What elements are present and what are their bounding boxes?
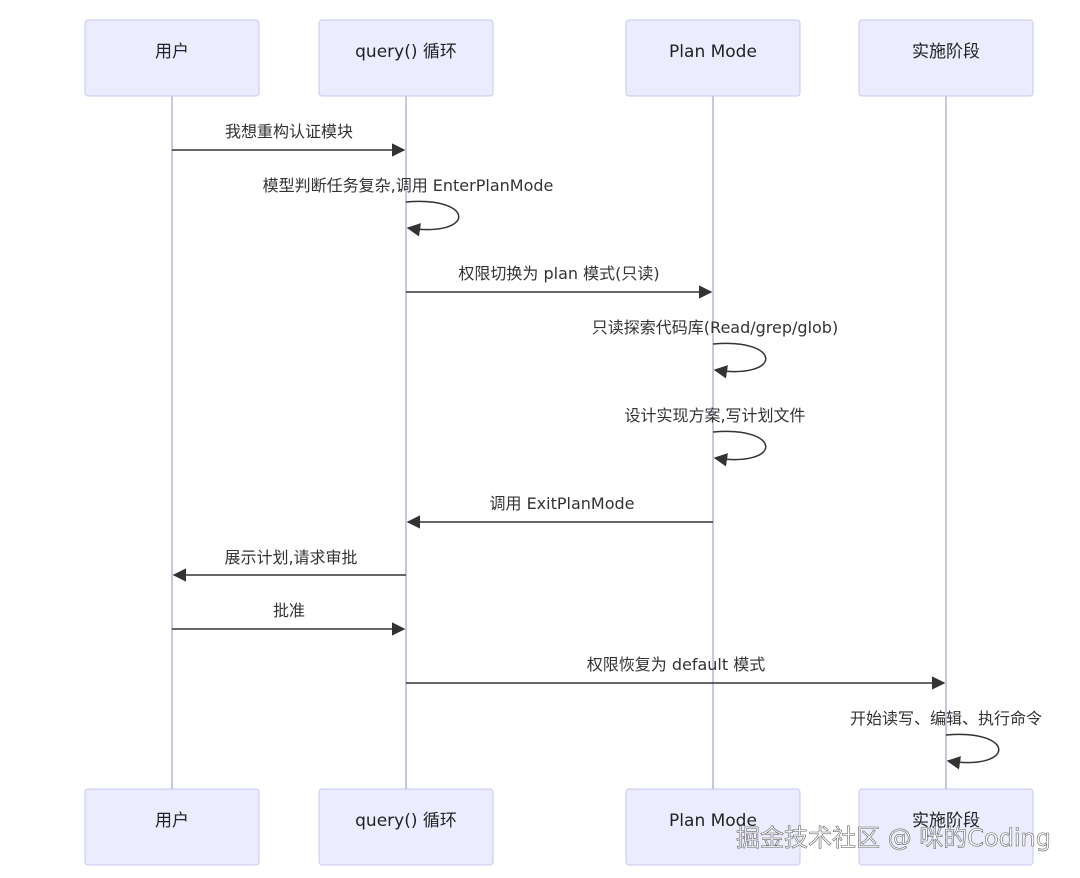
actor-label: 用户 bbox=[155, 811, 189, 831]
message-label: 调用 ExitPlanMode bbox=[489, 494, 634, 513]
message-self-arrow bbox=[945, 733, 1000, 770]
actor-label: Plan Mode bbox=[669, 811, 757, 831]
watermark: 掘金技术社区 @ 咪的Coding bbox=[736, 824, 1051, 852]
actor-implementation-bottom: 实施阶段 bbox=[858, 788, 1034, 866]
actor-implementation-top: 实施阶段 bbox=[858, 19, 1034, 97]
messages: 我想重构认证模块 模型判断任务复杂,调用 EnterPlanMode 权限切换为… bbox=[172, 122, 1042, 770]
actor-label: 实施阶段 bbox=[912, 42, 980, 62]
actor-query-bottom: query() 循环 bbox=[318, 788, 494, 866]
message-9: 权限恢复为 default 模式 bbox=[406, 655, 946, 690]
actor-user-bottom: 用户 bbox=[84, 788, 260, 866]
message-label: 权限恢复为 default 模式 bbox=[587, 655, 765, 674]
message-3: 权限切换为 plan 模式(只读) bbox=[406, 264, 713, 299]
actors-top: 用户 query() 循环 Plan Mode 实施阶段 bbox=[84, 19, 1034, 97]
actor-label: 实施阶段 bbox=[912, 811, 980, 831]
actor-user-top: 用户 bbox=[84, 19, 260, 97]
message-7: 展示计划,请求审批 bbox=[172, 548, 406, 582]
message-label: 权限切换为 plan 模式(只读) bbox=[458, 264, 659, 283]
message-self-arrow bbox=[712, 430, 767, 467]
actor-label: query() 循环 bbox=[355, 42, 457, 62]
message-label: 展示计划,请求审批 bbox=[224, 548, 357, 567]
actors-bottom: 用户 query() 循环 Plan Mode 实施阶段 bbox=[84, 788, 1034, 866]
message-label: 设计实现方案,写计划文件 bbox=[624, 406, 805, 425]
message-2: 模型判断任务复杂,调用 EnterPlanMode bbox=[263, 176, 554, 237]
actor-label: Plan Mode bbox=[669, 42, 757, 62]
lifelines bbox=[171, 96, 947, 790]
message-5: 设计实现方案,写计划文件 bbox=[624, 406, 806, 467]
message-8: 批准 bbox=[172, 601, 406, 636]
message-label: 只读探索代码库(Read/grep/glob) bbox=[592, 318, 838, 337]
message-self-arrow bbox=[712, 342, 767, 379]
message-self-arrow bbox=[405, 200, 460, 237]
message-1: 我想重构认证模块 bbox=[172, 122, 406, 157]
actor-label: query() 循环 bbox=[355, 811, 457, 831]
message-6: 调用 ExitPlanMode bbox=[406, 494, 713, 529]
message-10: 开始读写、编辑、执行命令 bbox=[850, 709, 1042, 770]
actor-label: 用户 bbox=[155, 42, 189, 62]
actor-query-top: query() 循环 bbox=[318, 19, 494, 97]
actor-plan-mode-bottom: Plan Mode bbox=[625, 788, 801, 866]
message-label: 模型判断任务复杂,调用 EnterPlanMode bbox=[263, 176, 554, 195]
message-label: 我想重构认证模块 bbox=[225, 122, 353, 141]
message-4: 只读探索代码库(Read/grep/glob) bbox=[592, 318, 838, 379]
actor-plan-mode-top: Plan Mode bbox=[625, 19, 801, 97]
message-label: 开始读写、编辑、执行命令 bbox=[850, 709, 1042, 728]
message-label: 批准 bbox=[273, 601, 305, 620]
